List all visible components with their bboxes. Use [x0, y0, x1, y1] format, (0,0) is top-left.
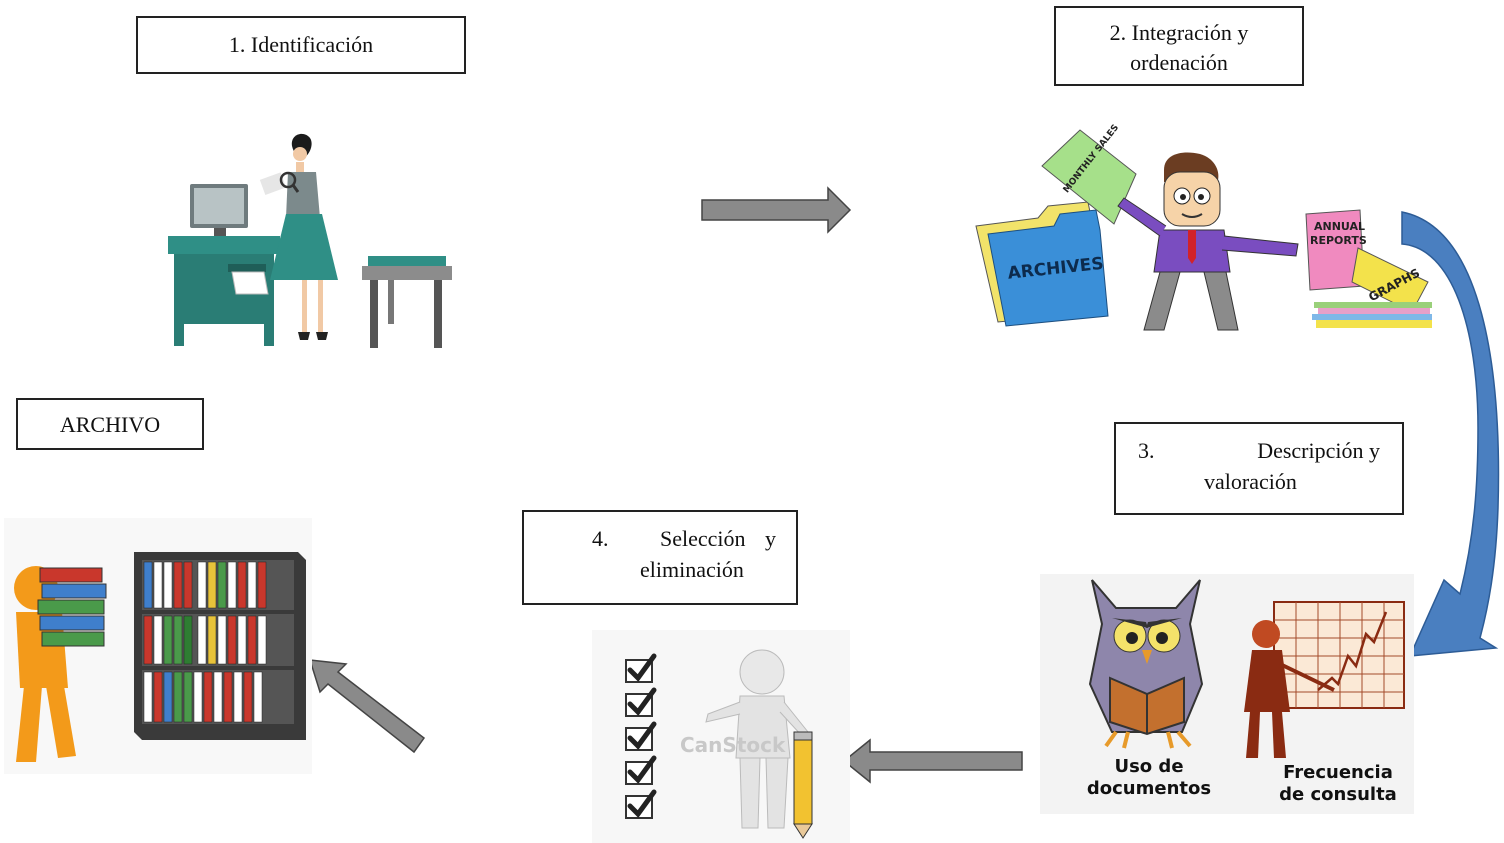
- step-4-label-line2: eliminación: [640, 557, 744, 582]
- step-3-label-line2: valoración: [1204, 469, 1297, 494]
- uso-line1: Uso de: [1114, 756, 1184, 777]
- step-4-box: 4. Selección y eliminación: [522, 510, 798, 605]
- arrow-right: [701, 186, 852, 234]
- archivo-label: ARCHIVO: [59, 412, 161, 437]
- person-carrying-binders-icon: [14, 566, 107, 762]
- arrow-left: [842, 738, 1023, 784]
- frecuencia-line2: de consulta: [1279, 784, 1397, 805]
- curved-arrow-blue: [1401, 211, 1500, 657]
- woman-with-magnifier-icon: [168, 133, 452, 348]
- checklist-figure-icon: CanStock: [625, 649, 813, 839]
- annual-reports-text-2: REPORTS: [1310, 234, 1367, 247]
- owl-reading-icon: [1088, 579, 1204, 749]
- step-2-label-line2: ordenación: [1130, 50, 1228, 75]
- annual-reports-text-1: ANNUAL: [1314, 220, 1365, 233]
- step-3-number: 3.: [1138, 438, 1155, 463]
- frecuencia-line1: Frecuencia: [1283, 762, 1393, 783]
- archivo-box: ARCHIVO: [16, 398, 204, 450]
- step-1-label: 1. Identificación: [228, 32, 374, 57]
- frecuencia-consulta-caption: Frecuencia de consulta: [1266, 762, 1410, 806]
- worker-with-documents-icon: ARCHIVES MONTHLY SALES ANNUAL REPORTS GR…: [975, 123, 1432, 331]
- step-2-label-line1: 2. Integración y: [1109, 20, 1249, 45]
- canstock-watermark: CanStock: [680, 733, 786, 757]
- step-3-box: 3. Descripción y valoración: [1114, 422, 1404, 515]
- arrow-up-left: [308, 659, 426, 754]
- presenter-chart-icon: [1244, 601, 1405, 758]
- step-4-label-line1: Selección y: [659, 526, 776, 551]
- uso-documentos-caption: Uso de documentos: [1080, 756, 1218, 800]
- step-2-box: 2. Integración y ordenación: [1054, 6, 1304, 86]
- bookshelf-icon: [134, 552, 306, 740]
- step-3-label-line1: Descripción y: [1257, 438, 1380, 463]
- archives-folder: ARCHIVES: [975, 201, 1109, 327]
- step-4-number: 4.: [592, 526, 609, 551]
- uso-line2: documentos: [1086, 778, 1212, 799]
- step-1-box: 1. Identificación: [136, 16, 466, 74]
